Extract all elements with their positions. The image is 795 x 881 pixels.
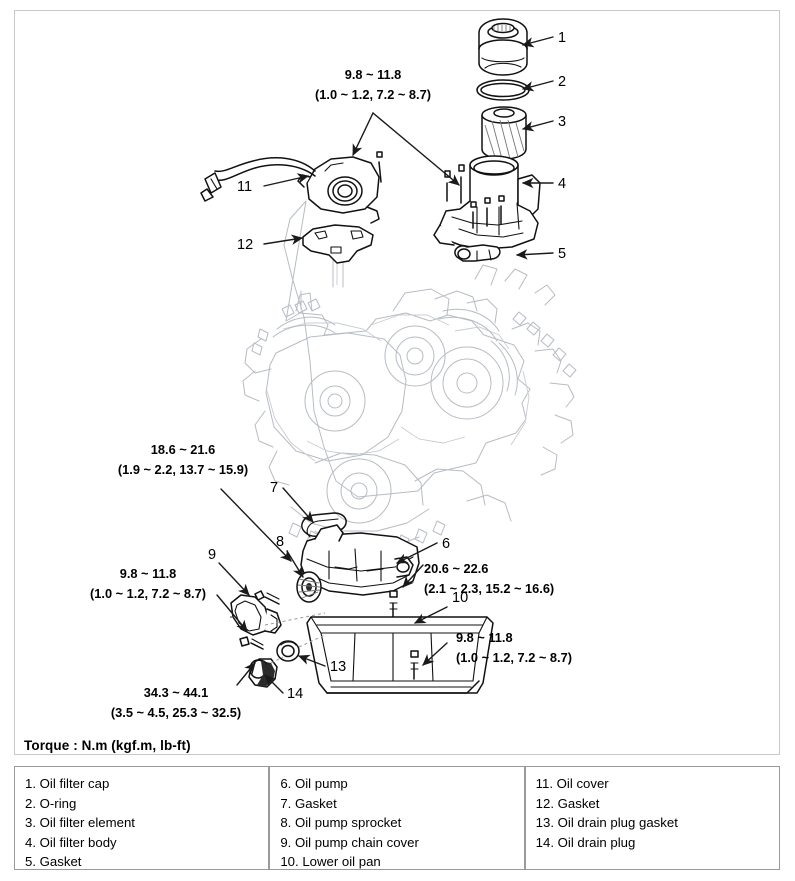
list-item: 11. Oil cover: [535, 776, 609, 791]
callout-2: 2: [558, 74, 566, 90]
callout-numbers: 1 2 3 4 5 6 7 8 9 10 11 12 13 14: [208, 30, 566, 702]
leader-10: [414, 606, 448, 624]
legend-column-1: 1. Oil filter cap 2. O-ring 3. Oil filte…: [15, 767, 268, 869]
callout-3: 3: [558, 114, 566, 130]
parts-legend-table: 1. Oil filter cap 2. O-ring 3. Oil filte…: [14, 766, 780, 870]
leader-3: [521, 120, 554, 132]
part-oil-cover-gasket: [302, 224, 374, 264]
leader-5: [515, 249, 554, 260]
list-item: 3. Oil filter element: [25, 815, 135, 831]
torque-filter-body-line1: 9.8 ~ 11.8: [345, 67, 402, 82]
leader-tq-drainplug: [236, 662, 256, 686]
torque-drainplug-line1: 34.3 ~ 44.1: [144, 685, 208, 700]
part-oil-pump: [300, 524, 420, 620]
drain-plug-axis: [270, 656, 284, 664]
leader-tq-filter-a: [352, 112, 374, 156]
leader-6: [396, 542, 438, 564]
leader-14: [264, 674, 284, 694]
torque-sprocket-line1: 18.6 ~ 21.6: [151, 442, 215, 457]
chain-cover-bolt-head: [239, 636, 250, 647]
legend-column-3: 11. Oil cover 12. Gasket 13. Oil drain p…: [523, 767, 779, 869]
list-item: 5. Gasket: [25, 854, 82, 870]
chain-cover-axis: [264, 612, 326, 626]
part-oil-filter-body: [433, 155, 541, 250]
list-item: 1. Oil filter cap: [25, 776, 110, 791]
callout-9: 9: [208, 547, 216, 563]
callout-11: 11: [237, 179, 252, 195]
torque-drainplug-line2: (3.5 ~ 4.5, 25.3 ~ 32.5): [111, 705, 241, 720]
leader-1: [521, 36, 554, 48]
part-oil-pump-chain-cover: [230, 594, 282, 650]
exploded-diagram-artwork: 1 2 3 4 5 6 7 8 9 10 11 12 13 14 9.8 ~ 1…: [90, 18, 577, 720]
leader-tq-sprocket: [220, 488, 292, 562]
torque-pump-line2: (2.1 ~ 2.3, 15.2 ~ 16.6): [424, 581, 554, 596]
list-item: 12. Gasket: [535, 795, 600, 811]
leader-12: [263, 234, 304, 245]
callout-5: 5: [558, 246, 566, 262]
part-lower-oil-pan: [230, 616, 494, 694]
callout-10: 10: [452, 590, 468, 606]
leader-2: [521, 80, 554, 92]
list-item: 6. Oil pump: [280, 776, 348, 791]
leader-13: [298, 654, 326, 667]
list-item: 13. Oil drain plug gasket: [535, 815, 678, 831]
leader-tq-pump: [402, 564, 424, 588]
leader-tq-chaincover: [216, 594, 248, 632]
callout-13: 13: [330, 659, 346, 675]
list-item: 4. Oil filter body: [25, 834, 117, 850]
leader-9: [218, 562, 250, 596]
legend-column-2: 6. Oil pump 7. Gasket 8. Oil pump sprock…: [268, 767, 523, 869]
part-o-ring: [476, 79, 530, 101]
filter-body-bolts: [444, 164, 505, 229]
leader-7: [282, 487, 314, 523]
callout-14: 14: [287, 686, 303, 702]
callout-7: 7: [270, 480, 278, 496]
list-item: 7. Gasket: [280, 795, 337, 811]
part-oil-drain-plug-gasket: [276, 640, 300, 662]
torque-pan-line1: 9.8 ~ 11.8: [456, 630, 513, 645]
torque-filter-body-line2: (1.0 ~ 1.2, 7.2 ~ 8.7): [315, 87, 431, 102]
diagram-frame: 1 2 3 4 5 6 7 8 9 10 11 12 13 14 9.8 ~ 1…: [14, 10, 780, 755]
part-filter-body-gasket: [454, 244, 501, 262]
leader-11: [263, 173, 310, 187]
callout-12: 12: [237, 237, 253, 253]
leader-tq-filter-b: [372, 112, 460, 186]
list-item: 14. Oil drain plug: [535, 834, 636, 850]
torque-sprocket-line2: (1.9 ~ 2.2, 13.7 ~ 15.9): [118, 462, 248, 477]
callout-6: 6: [442, 536, 450, 552]
list-item: 9. Oil pump chain cover: [280, 834, 419, 850]
callout-8: 8: [276, 534, 284, 550]
oil-pump-bolt-head: [389, 590, 398, 598]
callout-leaders: [216, 36, 554, 694]
part-oil-cover: [200, 151, 383, 224]
callout-4: 4: [558, 176, 566, 192]
callout-1: 1: [558, 30, 566, 46]
list-item: 2. O-ring: [25, 795, 77, 811]
torque-spec-labels: 9.8 ~ 11.8 (1.0 ~ 1.2, 7.2 ~ 8.7) 18.6 ~…: [90, 67, 572, 720]
list-item: 8. Oil pump sprocket: [280, 815, 402, 831]
torque-pump-line1: 20.6 ~ 22.6: [424, 561, 488, 576]
part-oil-pump-sprocket: [254, 571, 322, 605]
torque-units-caption: Torque : N.m (kgf.m, lb-ft): [24, 738, 191, 753]
list-item: 10. Lower oil pan: [280, 854, 381, 870]
drain-gasket-axis: [298, 634, 326, 648]
leader-tq-pan: [422, 642, 448, 666]
torque-pan-line2: (1.0 ~ 1.2, 7.2 ~ 8.7): [456, 650, 572, 665]
torque-chaincover-line1: 9.8 ~ 11.8: [120, 566, 177, 581]
oil-pan-bolt-head: [410, 650, 419, 658]
torque-chaincover-line2: (1.0 ~ 1.2, 7.2 ~ 8.7): [90, 586, 206, 601]
part-oil-filter-cap: [478, 18, 528, 76]
